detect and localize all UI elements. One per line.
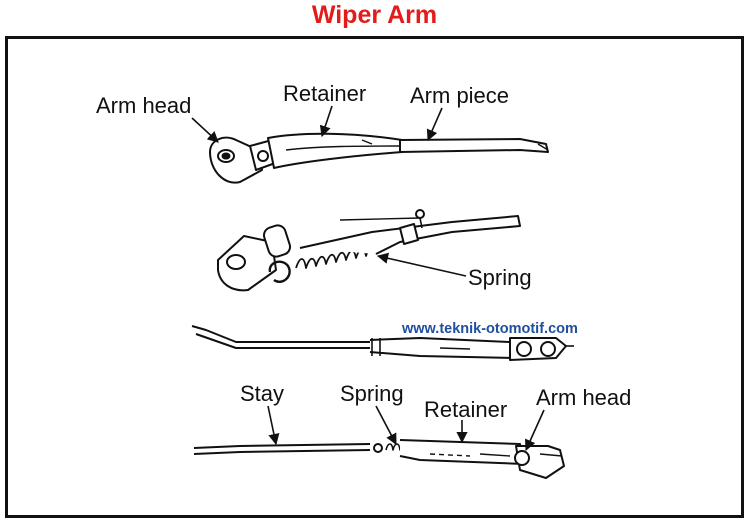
label-arm-head-bottom: Arm head (536, 385, 631, 410)
leader-spring-fig2 (376, 252, 467, 277)
figure-4-leaders (267, 405, 545, 452)
label-arm-piece: Arm piece (410, 83, 509, 108)
label-retainer-top: Retainer (283, 81, 366, 106)
label-retainer-bottom: Retainer (424, 397, 507, 422)
stay-rod (193, 443, 371, 449)
watermark-url: www.teknik-otomotif.com (401, 321, 578, 337)
diagram-frame (5, 36, 744, 518)
spring-hook (268, 260, 291, 283)
retainer-body-shape (267, 132, 403, 169)
arm-piece-shape (399, 138, 549, 153)
label-spring-fig4: Spring (340, 381, 404, 406)
figure-2-spring-detail (217, 209, 521, 292)
diagram-title: Wiper Arm (311, 1, 438, 29)
label-arm-head-top: Arm head (96, 93, 191, 118)
figure-1-leaders (191, 105, 443, 143)
figure-3-side-view (191, 325, 574, 361)
figure-1-wiper-arm (209, 132, 549, 184)
label-spring-fig2: Spring (468, 265, 532, 290)
figure-4-labelled-view (193, 439, 565, 479)
label-stay: Stay (240, 381, 284, 406)
